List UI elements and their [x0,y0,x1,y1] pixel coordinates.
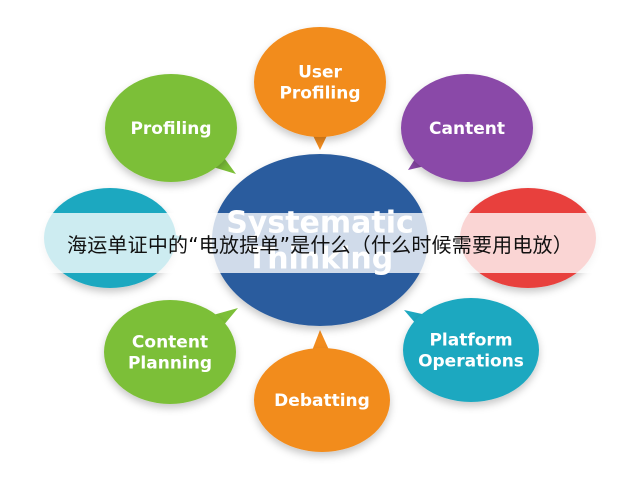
node-profiling: Profiling [105,74,237,182]
node-label: Cantent [429,119,505,139]
node-label: Profiling [279,84,360,104]
node-label: Platform [429,330,512,350]
node-label: Operations [418,352,524,372]
overlay-banner: 海运单证中的“电放提单”是什么（什么时候需要用电放） [0,213,640,273]
node-bubble [401,74,533,182]
node-label: Debatting [274,391,370,411]
node-label: Profiling [130,119,211,139]
node-bubble [254,348,390,452]
node-bubble [254,27,386,137]
node-bubble [104,300,236,404]
node-bubble [403,298,539,402]
node-label: User [298,62,342,82]
node-label: Planning [128,354,212,374]
node-cantent: Cantent [401,74,533,182]
node-bubble [105,74,237,182]
banner-text: 海运单证中的“电放提单”是什么（什么时候需要用电放） [67,232,573,257]
node-debatting: Debatting [254,330,390,452]
node-label: Content [132,332,208,352]
